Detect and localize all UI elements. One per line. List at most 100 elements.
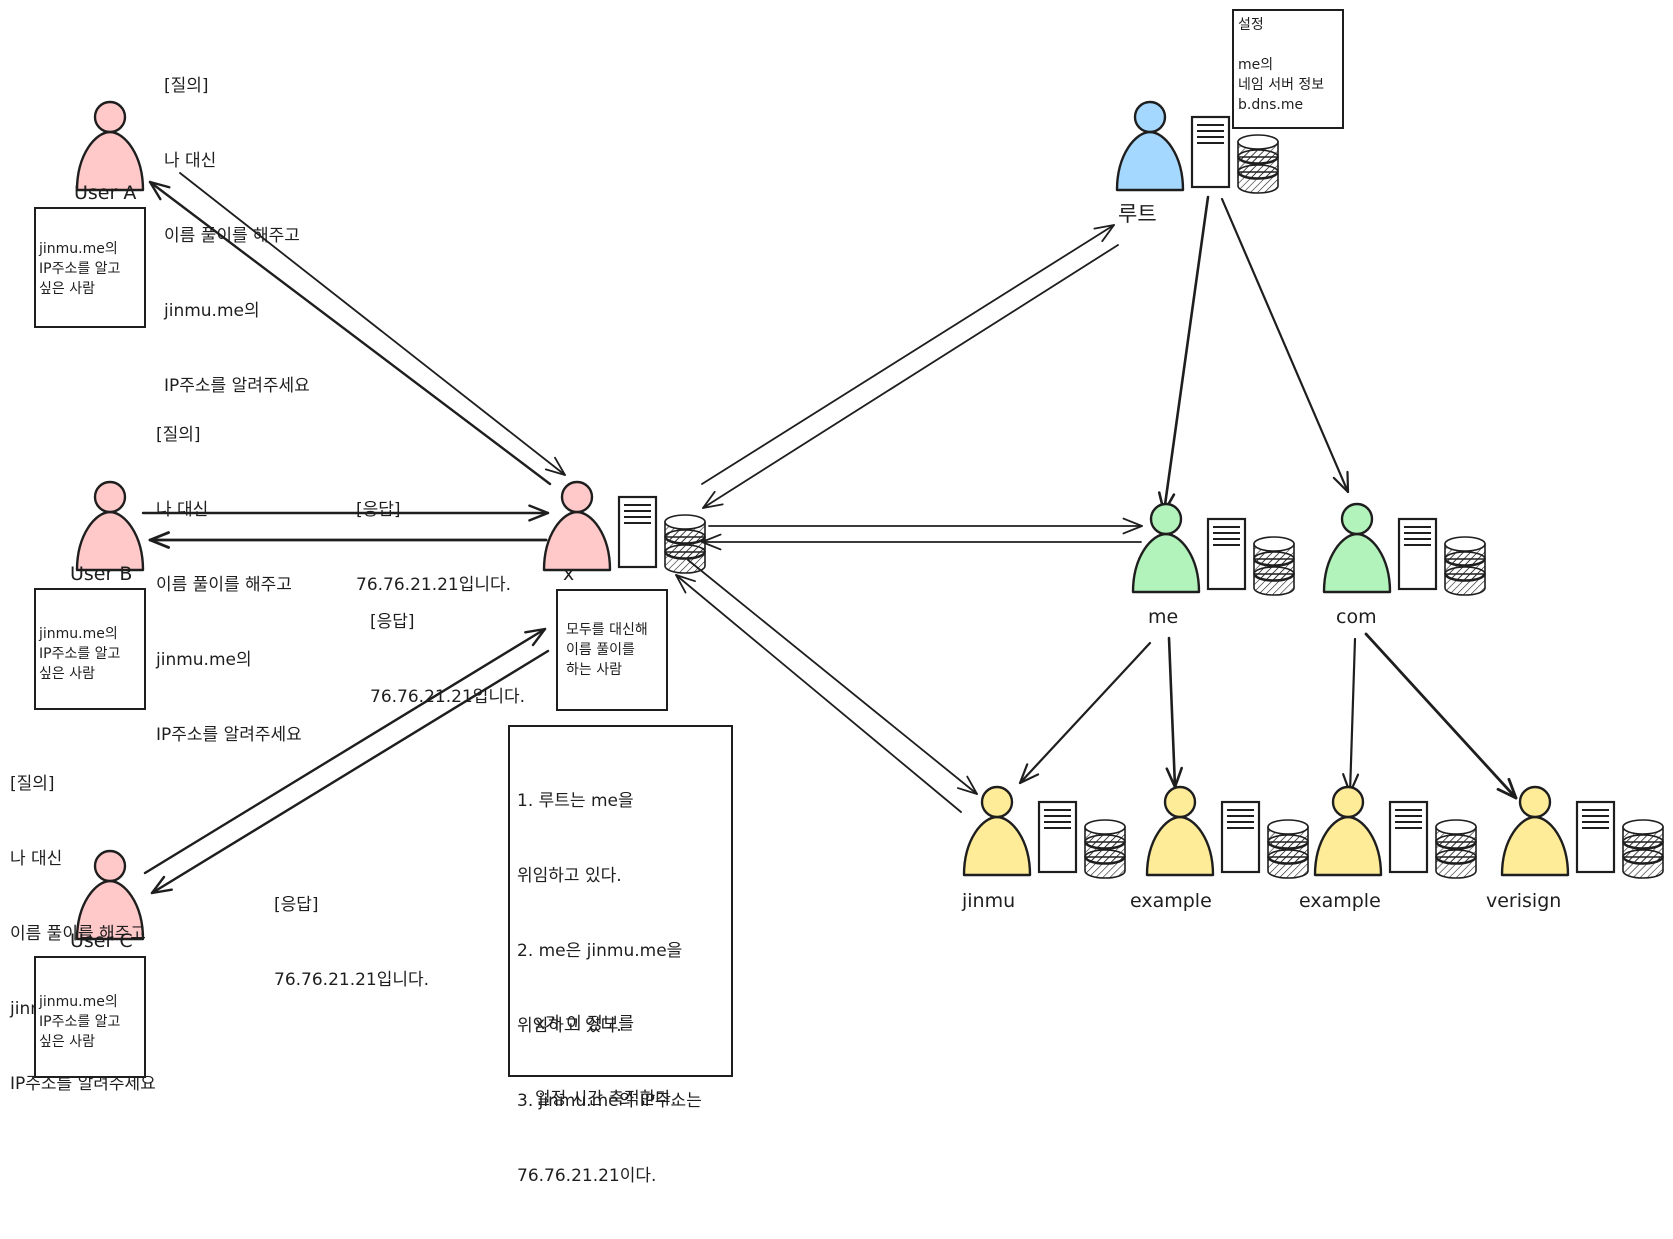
user-b-person-icon xyxy=(75,480,145,572)
arrow-shaft xyxy=(143,627,547,875)
auth-example-1-label: example xyxy=(1130,890,1212,912)
person-head xyxy=(1149,502,1183,536)
arrow-head xyxy=(148,180,171,201)
arrow-shaft xyxy=(179,172,566,476)
person-body xyxy=(962,815,1032,877)
db-disk-top xyxy=(1084,819,1126,835)
settings-line: b.dns.me xyxy=(1238,97,1304,113)
nodes-layer xyxy=(75,100,1664,941)
arrow-x-to-me xyxy=(708,517,1143,535)
arrow-shaft xyxy=(1167,636,1177,789)
arrow-shaft xyxy=(150,649,550,895)
response-line: [응답] xyxy=(356,500,401,520)
auth-example-2-database-icon xyxy=(1435,819,1477,879)
note-line: 이름 풀이를 xyxy=(566,642,635,658)
arrow-head xyxy=(702,490,724,509)
db-disk-top xyxy=(1253,536,1295,552)
arrow-root-to-me xyxy=(1157,195,1210,514)
server-box xyxy=(1220,800,1261,874)
user-c-note-text: jinmu.me의 IP주소를 알고 싶은 사람 xyxy=(39,992,120,1052)
user-a-person-icon xyxy=(75,100,145,192)
person-body xyxy=(1131,532,1201,594)
person-head xyxy=(560,480,594,514)
arrow-head xyxy=(1093,224,1115,243)
tld-com-label: com xyxy=(1336,606,1377,628)
person-head xyxy=(1133,100,1167,134)
resolver-cache-note: 1. 루트는 me을 위임하고 있다. 2. me은 jinmu.me을 위임하… xyxy=(508,725,733,1186)
arrow-head xyxy=(1332,470,1350,494)
db-disk-top xyxy=(664,514,706,530)
response-line: 76.76.21.21입니다. xyxy=(370,687,526,707)
user-c-label: User C xyxy=(70,930,133,952)
query-line: [질의] xyxy=(164,76,209,96)
user-b-response-bottom-text: [응답] 76.76.21.21입니다. xyxy=(370,560,525,735)
tld-me-database-icon xyxy=(1253,536,1295,596)
note-line: IP주소를 알고 xyxy=(39,261,121,277)
query-line: [질의] xyxy=(10,774,55,794)
resolver-x-person-icon xyxy=(542,480,612,572)
query-line: 나 대신 xyxy=(164,151,217,171)
user-a-note: jinmu.me의 IP주소를 알고 싶은 사람 xyxy=(34,207,146,328)
cache-line: 2. me은 jinmu.me을 xyxy=(517,941,683,961)
query-line: 나 대신 xyxy=(10,849,63,869)
server-box xyxy=(1206,517,1247,591)
query-line: IP주소를 알려주세요 xyxy=(164,376,310,396)
person-head xyxy=(1518,785,1552,819)
server-box xyxy=(1190,115,1231,189)
user-c-response-text: [응답] 76.76.21.21입니다. xyxy=(274,843,429,1018)
arrow-head xyxy=(1496,777,1518,800)
note-line: 싶은 사람 xyxy=(39,1034,95,1050)
person-body xyxy=(1313,815,1383,877)
auth-example-1-person-icon xyxy=(1145,785,1215,877)
user-b-query-text: [질의] 나 대신 이름 풀이를 해주고 jinmu.me의 IP주소를 알려주… xyxy=(156,373,302,773)
note-line: IP주소를 알고 xyxy=(39,646,121,662)
note-line: 하는 사람 xyxy=(566,662,622,678)
user-c-note: jinmu.me의 IP주소를 알고 싶은 사람 xyxy=(34,956,146,1078)
query-line: 이름 풀이를 해주고 xyxy=(156,575,292,595)
arrow-head xyxy=(1018,763,1040,785)
cache-line: 1. 루트는 me을 xyxy=(517,791,634,811)
server-box xyxy=(1397,517,1438,591)
db-disk-top xyxy=(1435,819,1477,835)
person-head xyxy=(93,100,127,134)
response-line: 76.76.21.21입니다. xyxy=(274,970,430,990)
auth-verisign-server-icon xyxy=(1575,800,1616,874)
auth-jinmu-database-icon xyxy=(1084,819,1126,879)
arrow-user-b-to-x xyxy=(141,504,550,522)
person-head xyxy=(93,480,127,514)
person-body xyxy=(75,510,145,572)
tld-com-person-icon xyxy=(1322,502,1392,594)
arrow-shaft xyxy=(1348,637,1357,795)
auth-jinmu-server-icon xyxy=(1037,800,1078,874)
tld-me-person-icon xyxy=(1131,502,1201,594)
arrow-head xyxy=(1122,517,1143,535)
query-line: 이름 풀이를 해주고 xyxy=(10,924,146,944)
cache-footer-text: x가 이 정보를 일정 시간 축적한다. xyxy=(535,962,676,1162)
arrow-user-a-to-x xyxy=(179,172,566,476)
note-line: jinmu.me의 xyxy=(39,241,118,257)
arrow-com-to-example xyxy=(1342,637,1360,795)
auth-example-1-database-icon xyxy=(1267,819,1309,879)
db-disk-top xyxy=(1622,819,1664,835)
arrow-x-to-user-b xyxy=(148,531,548,549)
user-b-label: User B xyxy=(70,563,133,585)
root-settings-note: 설정 me의 네임 서버 정보 b.dns.me xyxy=(1232,9,1344,129)
person-body xyxy=(1500,815,1570,877)
arrow-head xyxy=(675,574,696,594)
response-line: [응답] xyxy=(370,612,415,632)
query-line: jinmu.me의 xyxy=(156,650,252,670)
user-a-note-text: jinmu.me의 IP주소를 알고 싶은 사람 xyxy=(39,239,120,299)
tld-me-server-icon xyxy=(1206,517,1247,591)
arrow-head xyxy=(956,775,978,795)
person-head xyxy=(1163,785,1197,819)
auth-jinmu-person-icon xyxy=(962,785,1032,877)
arrow-head xyxy=(150,875,173,895)
dns-diagram-canvas xyxy=(75,100,1664,941)
query-line: [질의] xyxy=(156,425,201,445)
arrow-shaft xyxy=(1220,197,1350,494)
arrow-me-to-example xyxy=(1165,636,1183,789)
arrow-x-to-user-c xyxy=(150,649,550,895)
arrow-jinmu-to-x xyxy=(675,574,962,813)
query-line: 나 대신 xyxy=(156,500,209,520)
auth-verisign-database-icon xyxy=(1622,819,1664,879)
